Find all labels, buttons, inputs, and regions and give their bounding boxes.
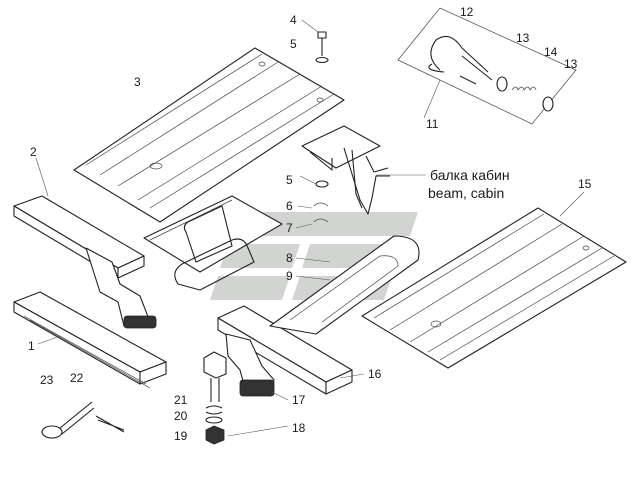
callout-1: 1 bbox=[28, 339, 35, 353]
callout-11: 11 bbox=[426, 117, 439, 131]
callout-16: 16 bbox=[368, 367, 382, 381]
caption-russian: балка кабин bbox=[430, 167, 510, 183]
part-21-bolt bbox=[203, 351, 227, 402]
part-17-support-leg bbox=[225, 333, 275, 397]
leader-lines bbox=[35, 19, 585, 437]
part-4-bolt bbox=[315, 31, 329, 64]
part-12-14-pin-assembly bbox=[397, 7, 577, 125]
part-11-cabin-beam-bracket bbox=[301, 125, 426, 215]
part-15-floor-panel-right bbox=[361, 207, 627, 369]
part-8-bracket-plate bbox=[143, 195, 283, 291]
part-3-floor-panel-left bbox=[73, 47, 345, 223]
callout-4: 4 bbox=[290, 13, 297, 27]
callout-23: 23 bbox=[40, 373, 54, 387]
callout-6: 6 bbox=[286, 199, 293, 213]
part-18-nut bbox=[205, 425, 225, 445]
callout-5-lower: 5 bbox=[286, 173, 293, 187]
part-19-washer bbox=[205, 416, 223, 424]
callout-7: 7 bbox=[286, 221, 293, 235]
callout-5-upper: 5 bbox=[290, 37, 297, 51]
callout-22: 22 bbox=[70, 371, 84, 385]
callout-8: 8 bbox=[286, 251, 293, 265]
cabin-beam-caption: балка кабин beam, cabin bbox=[428, 167, 510, 201]
callout-15: 15 bbox=[578, 177, 592, 191]
callout-21: 21 bbox=[174, 393, 188, 407]
part-16-cross-beam bbox=[217, 305, 353, 395]
part-2-support-beam bbox=[13, 195, 157, 329]
callout-13-upper: 13 bbox=[516, 31, 530, 45]
callout-numbers: 4 5 3 2 5 6 7 8 9 1 23 22 21 20 19 18 17… bbox=[28, 5, 592, 443]
part-1-channel-rail bbox=[13, 291, 167, 389]
callout-2: 2 bbox=[30, 145, 37, 159]
callout-12: 12 bbox=[460, 5, 474, 19]
callout-20: 20 bbox=[174, 409, 188, 423]
callout-13-lower: 13 bbox=[564, 57, 578, 71]
callout-19: 19 bbox=[174, 429, 188, 443]
callout-17: 17 bbox=[292, 393, 306, 407]
part-9-gusset-plate bbox=[269, 235, 420, 335]
part-22-23-pin-cotter bbox=[41, 401, 125, 439]
callout-3: 3 bbox=[134, 75, 141, 89]
part-20-spring-washer bbox=[205, 405, 223, 415]
callout-9: 9 bbox=[286, 269, 293, 283]
caption-english: beam, cabin bbox=[428, 185, 504, 201]
callout-18: 18 bbox=[292, 421, 306, 435]
callout-14: 14 bbox=[544, 45, 558, 59]
